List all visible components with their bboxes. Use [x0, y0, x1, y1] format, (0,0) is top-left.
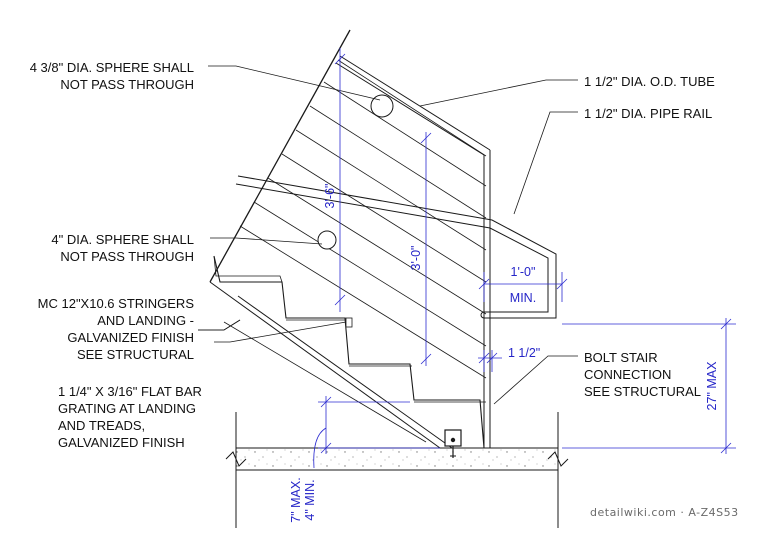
- note-grating-line4: GALVANIZED FINISH: [58, 435, 185, 450]
- note-sphere-438-line2: NOT PASS THROUGH: [60, 77, 194, 92]
- stair-treads: [213, 255, 486, 449]
- dim-rail-height: 3'-0": [409, 246, 423, 271]
- top-rail-tube: [335, 55, 491, 156]
- stair-stringers: [209, 29, 453, 449]
- dim-riser-max: 7" MAX.: [289, 477, 303, 522]
- note-od-tube: 1 1/2" DIA. O.D. TUBE: [584, 74, 715, 89]
- dim-max-height: 27" MAX: [705, 361, 719, 411]
- note-bolt-line3: SEE STRUCTURAL: [584, 384, 701, 399]
- watermark: detailwiki.com · A-Z4S53: [590, 506, 739, 519]
- dim-extension-bottom: MIN.: [510, 291, 536, 305]
- note-bolt-line2: CONNECTION: [584, 367, 671, 382]
- dim-guard-height: 3'-6": [323, 184, 337, 209]
- vertical-post: [483, 150, 491, 448]
- note-stringers-line4: SEE STRUCTURAL: [77, 347, 194, 362]
- dim-riser-min: 4" MIN.: [303, 479, 317, 520]
- concrete-slab: [225, 412, 569, 528]
- pipe-handrail: [235, 175, 557, 319]
- dim-clearance: 1 1/2": [508, 346, 540, 360]
- note-stringers: MC 12"X10.6 STRINGERS AND LANDING - GALV…: [38, 296, 195, 362]
- note-stringers-line2: AND LANDING -: [97, 313, 194, 328]
- note-bolt: BOLT STAIR CONNECTION SEE STRUCTURAL: [584, 350, 701, 399]
- leader-lines: [198, 65, 578, 443]
- guardrail-infill: [239, 59, 487, 379]
- note-grating: 1 1/4" X 3/16" FLAT BAR GRATING AT LANDI…: [58, 384, 202, 450]
- note-sphere-4: 4" DIA. SPHERE SHALL NOT PASS THROUGH: [51, 232, 194, 264]
- note-sphere-438: 4 3/8" DIA. SPHERE SHALL NOT PASS THROUG…: [30, 60, 194, 92]
- note-pipe-rail: 1 1/2" DIA. PIPE RAIL: [584, 106, 712, 121]
- note-stringers-line1: MC 12"X10.6 STRINGERS: [38, 296, 195, 311]
- note-stringers-line3: GALVANIZED FINISH: [67, 330, 194, 345]
- dim-extension-top: 1'-0": [511, 265, 536, 279]
- note-sphere-438-line1: 4 3/8" DIA. SPHERE SHALL: [30, 60, 194, 75]
- note-grating-line3: AND TREADS,: [58, 418, 145, 433]
- note-grating-line1: 1 1/4" X 3/16" FLAT BAR: [58, 384, 202, 399]
- note-grating-line2: GRATING AT LANDING: [58, 401, 196, 416]
- note-sphere-4-line1: 4" DIA. SPHERE SHALL: [51, 232, 194, 247]
- note-bolt-line1: BOLT STAIR: [584, 350, 658, 365]
- sphere-test-circles: [317, 94, 394, 250]
- bolt-connection: [444, 429, 462, 458]
- note-sphere-4-line2: NOT PASS THROUGH: [60, 249, 194, 264]
- dimension-lines: [313, 48, 736, 469]
